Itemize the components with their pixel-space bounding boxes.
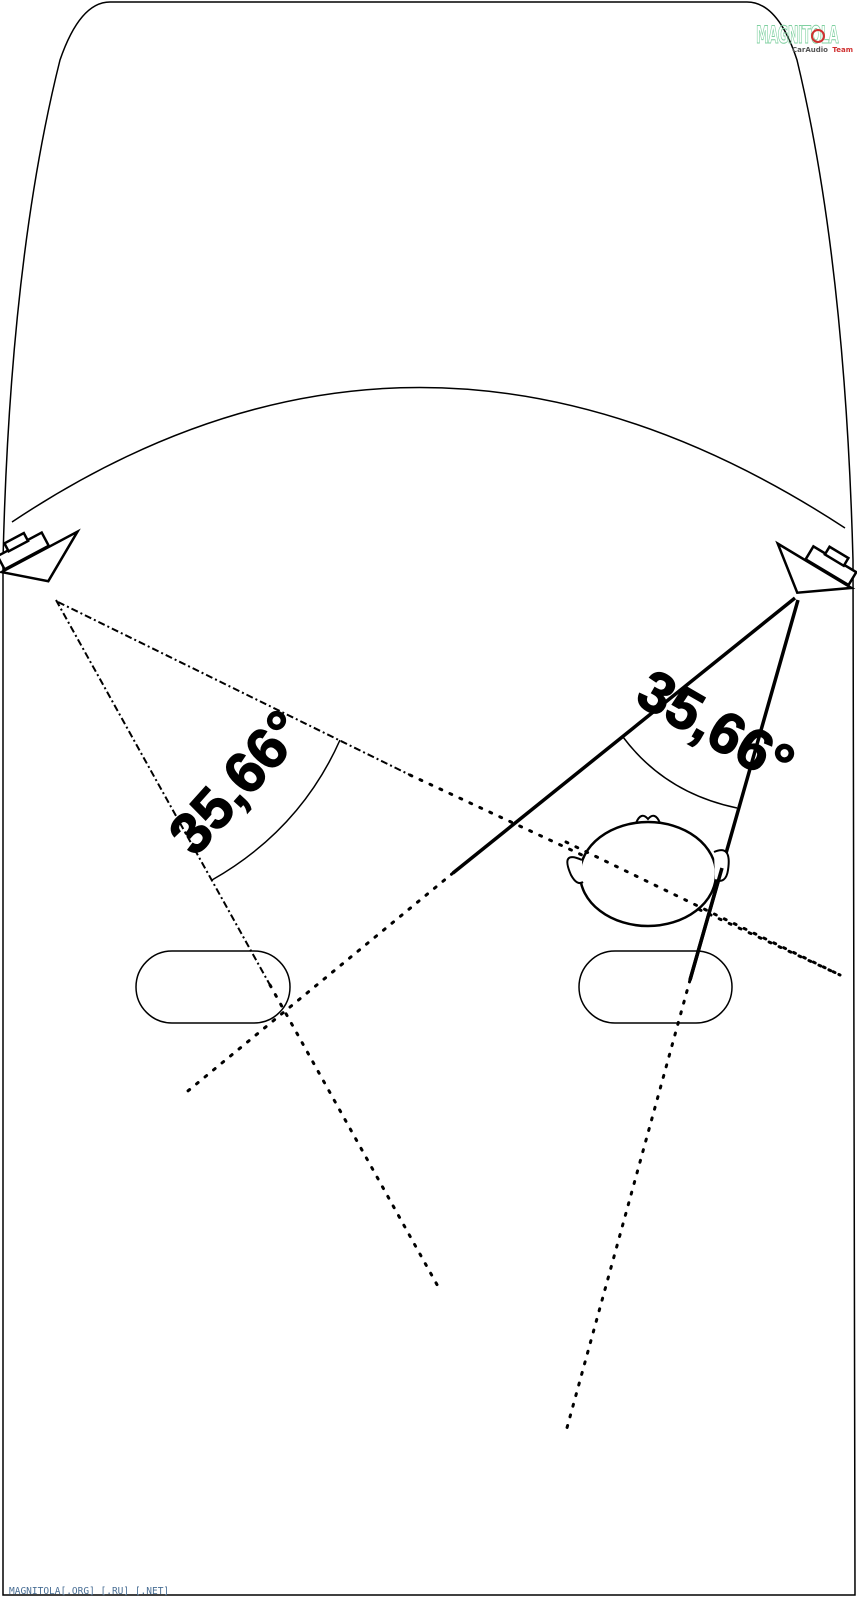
driver-head-icon	[564, 814, 842, 981]
left-dotted-extension-2	[408, 773, 842, 977]
footer-watermark: MAGNITOLA[.ORG] [.RU] [.NET]	[9, 1586, 169, 1597]
logo-sub-text: CarAudio Team	[792, 46, 853, 54]
right-seat	[578, 950, 733, 1024]
right-angle-arc	[622, 736, 738, 809]
left-seat	[135, 950, 291, 1024]
left-dotted-extension-1	[268, 983, 442, 1292]
left-axis-line-2	[57, 601, 411, 776]
logo-sub-part1: CarAudio	[792, 46, 828, 54]
dashboard-arc	[11, 386, 846, 529]
left-angle-label: 35,66°	[156, 698, 317, 867]
magnitola-logo: MAGNITOLA CarAudio Team	[756, 21, 854, 55]
left-axis-line-1	[55, 599, 271, 986]
logo-sub-part2: Team	[832, 46, 853, 54]
right-solid-line-1	[451, 596, 797, 875]
right-dotted-extension-2	[563, 978, 692, 1437]
left-speaker-icon	[0, 528, 81, 583]
right-angle-label: 35,66°	[627, 657, 805, 797]
left-angle-arc	[211, 739, 341, 881]
right-speaker-icon	[775, 540, 857, 595]
speaker-ring-icon	[811, 29, 825, 43]
right-dotted-extension-1	[181, 871, 455, 1097]
logo-main-text: MAGNITOLA	[756, 21, 839, 49]
